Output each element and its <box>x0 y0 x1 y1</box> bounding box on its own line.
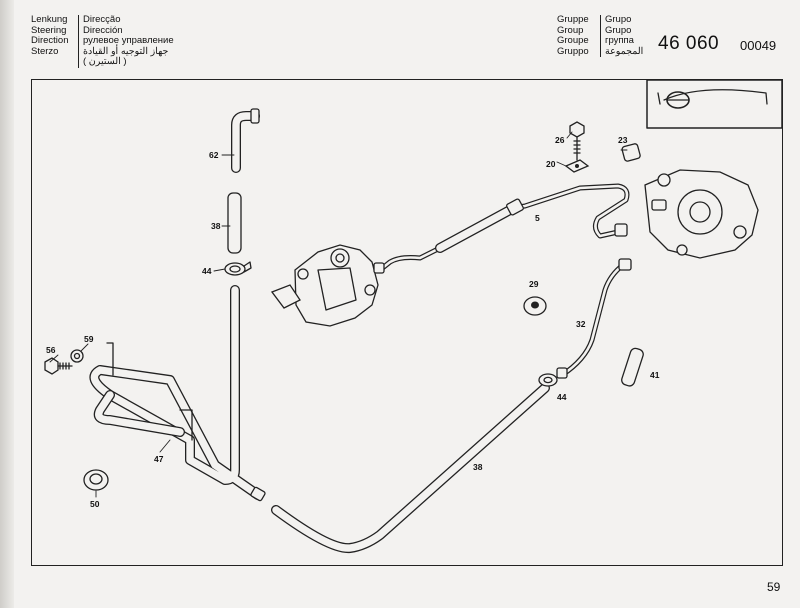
group-number: 46 060 <box>658 33 720 54</box>
callout-50: 50 <box>90 499 100 509</box>
header-titles-other: Direcção Dirección рулевое управление جه… <box>78 14 174 68</box>
callout-56: 56 <box>46 345 56 355</box>
title-es: Dirección <box>83 24 123 36</box>
part-41-sleeve <box>621 347 644 387</box>
callout-23: 23 <box>618 135 628 145</box>
callout-29: 29 <box>529 279 539 289</box>
group-label-pt: Grupo <box>605 14 632 25</box>
title-ar-2: ( الستيرن ) <box>83 56 127 68</box>
part-47-tube-assembly <box>89 285 266 502</box>
part-38-short-hose <box>227 192 242 254</box>
sub-number: 00049 <box>740 38 777 53</box>
diagram-frame <box>31 79 783 566</box>
group-label-it: Gruppo <box>557 45 589 57</box>
part-44-clamp-lower <box>538 373 558 387</box>
callout-38: 38 <box>473 462 483 472</box>
group-label-es: Grupo <box>605 24 632 36</box>
callout-5: 5 <box>535 213 540 223</box>
callout-32: 32 <box>576 319 586 329</box>
callout-26: 26 <box>555 135 565 145</box>
group-label-en: Group <box>557 24 584 36</box>
group-label-de: Gruppe <box>557 14 589 25</box>
header-titles: Lenkung Steering Direction Sterzo <box>31 14 69 57</box>
page-number: 59 <box>767 580 781 594</box>
part-20-clip <box>564 159 590 173</box>
callout-44: 44 <box>557 392 567 402</box>
part-38-long-hose <box>271 383 550 554</box>
title-de: Lenkung <box>31 14 68 25</box>
page-gutter <box>0 0 14 608</box>
leader-lines <box>49 131 628 498</box>
part-56-bolt <box>44 357 73 375</box>
title-it: Sterzo <box>31 45 59 57</box>
power-steering-valve <box>270 244 385 327</box>
callout-38: 38 <box>211 221 221 231</box>
group-labels: Gruppe Group Groupe Gruppo <box>557 14 589 57</box>
callout-44: 44 <box>202 266 212 276</box>
part-26-bolt <box>569 121 585 161</box>
part-62-elbow-hose <box>231 108 260 173</box>
callout-59: 59 <box>84 334 94 344</box>
power-steering-pump <box>614 169 759 259</box>
title-en: Steering <box>31 24 67 36</box>
title-fr: Direction <box>31 35 69 47</box>
steering-wheel-icon <box>646 79 783 129</box>
part-50-grommet <box>83 469 109 491</box>
callout-47: 47 <box>154 454 164 464</box>
part-23-cap <box>621 143 641 162</box>
group-label-ru: группа <box>605 35 634 47</box>
part-5-pressure-line <box>377 183 630 273</box>
part-29-bushing <box>523 296 547 316</box>
part-32-return-pipe <box>556 258 632 379</box>
title-pt: Direcção <box>83 14 121 25</box>
part-44-clamp <box>224 261 252 276</box>
callout-20: 20 <box>546 159 556 169</box>
group-label-fr: Groupe <box>557 35 589 47</box>
title-ru: рулевое управление <box>83 35 174 47</box>
group-label-ar: المجموعة <box>605 45 644 57</box>
callout-41: 41 <box>650 370 660 380</box>
group-labels-other: Grupo Grupo группа المجموعة <box>600 14 644 58</box>
title-ar: جهاز التوجيه أو القيادة <box>83 45 169 57</box>
part-59-washer <box>70 349 84 363</box>
callout-62: 62 <box>209 150 219 160</box>
